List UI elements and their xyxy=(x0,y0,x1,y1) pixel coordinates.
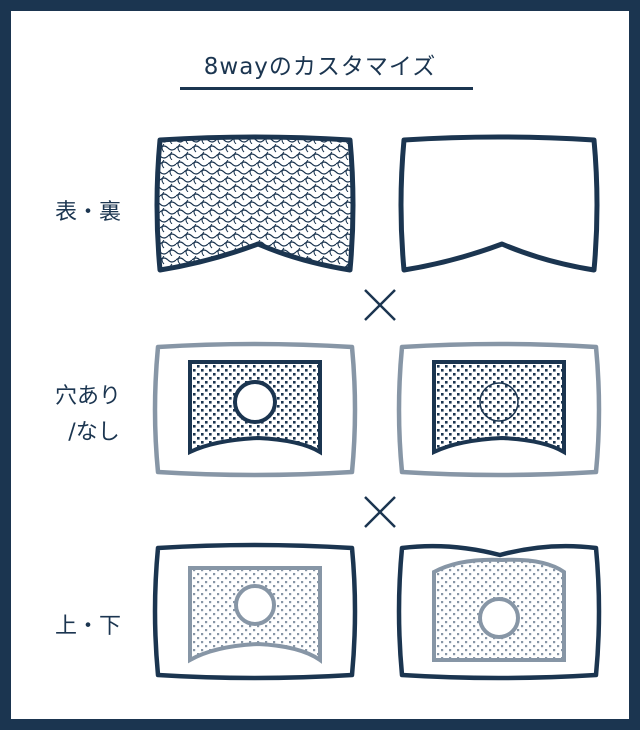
hole-circle-bottom xyxy=(478,597,520,639)
pillow-with-hole xyxy=(152,341,358,478)
title-underline xyxy=(180,87,473,90)
pillow-back-plain xyxy=(398,134,600,273)
hole-outline-circle xyxy=(479,382,519,422)
pillow-top-orientation xyxy=(152,542,358,681)
diagram-title: 8wayのカスタマイズ xyxy=(203,54,437,80)
row-label-top-bottom: 上・下 xyxy=(33,609,143,645)
hole-circle-top xyxy=(234,584,276,626)
row-label-hole: 穴あり /なし xyxy=(33,379,143,451)
pillow-front-patterned xyxy=(154,134,356,273)
multiply-icon-1 xyxy=(364,289,396,321)
pillow-without-hole xyxy=(396,341,602,478)
multiply-icon-2 xyxy=(364,496,396,528)
hole-circle xyxy=(233,380,277,424)
row-label-front-back: 表・裏 xyxy=(33,195,143,231)
row-label-hole-line1: 穴あり xyxy=(54,384,121,409)
row-label-front-back-text: 表・裏 xyxy=(54,200,121,225)
pillow-bottom-orientation xyxy=(396,543,602,681)
row-label-hole-line2: /なし xyxy=(68,420,120,445)
row-label-top-bottom-text: 上・下 xyxy=(54,614,121,639)
